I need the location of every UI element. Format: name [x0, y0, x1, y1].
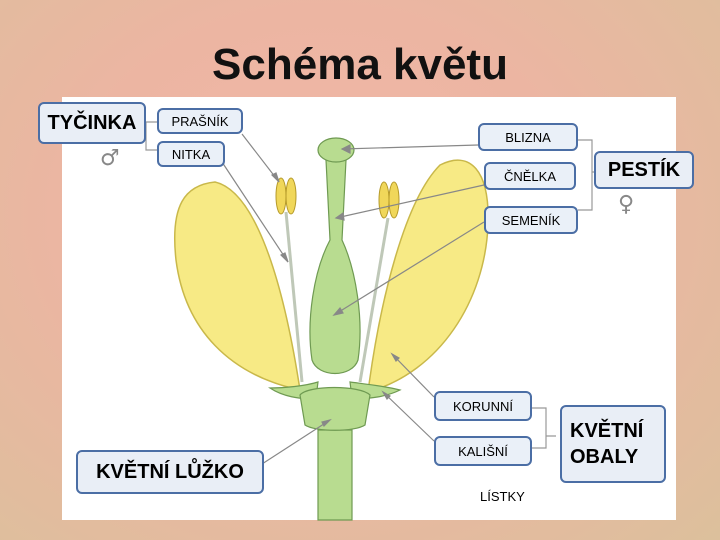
- pointer-calyx: [382, 391, 435, 442]
- stigma-shape: [317, 137, 355, 163]
- left-anther-b: [285, 177, 297, 215]
- label-filament: NITKA: [157, 141, 225, 167]
- label-perianth-line2: OBALY: [570, 446, 639, 468]
- label-perianth-line1: KVĚTNÍ: [570, 420, 644, 442]
- left-petal: [174, 181, 301, 391]
- label-ovary: SEMENÍK: [484, 206, 578, 234]
- perianth-bracket: [532, 407, 556, 449]
- pointer-filament: [221, 161, 289, 263]
- label-calyx: KALIŠNÍ: [434, 436, 532, 466]
- label-leaves: LÍSTKY: [480, 489, 525, 504]
- left-filament: [284, 211, 304, 383]
- right-petal: [367, 159, 489, 394]
- label-anther: PRAŠNÍK: [157, 108, 243, 134]
- pointer-stigma: [341, 144, 479, 150]
- pointer-corolla: [391, 353, 435, 398]
- male-symbol-icon: ♂: [100, 146, 120, 171]
- label-receptacle: KVĚTNÍ LŮŽKO: [76, 450, 264, 494]
- label-perianth: KVĚTNÍ OBALY: [560, 405, 666, 483]
- pointer-ovary: [333, 221, 485, 316]
- stem: [317, 429, 353, 521]
- pistil-shape: [309, 159, 361, 374]
- female-symbol-icon: ♀: [618, 192, 635, 217]
- label-pistil: PESTÍK: [594, 151, 694, 189]
- label-corolla: KORUNNÍ: [434, 391, 532, 421]
- right-anther-b: [388, 181, 400, 219]
- pointer-receptacle: [261, 419, 331, 465]
- label-stigma: BLIZNA: [478, 123, 578, 151]
- label-stamen: TYČINKA: [38, 102, 146, 144]
- label-style: ČNĚLKA: [484, 162, 576, 190]
- right-filament: [358, 217, 390, 383]
- left-anther-a: [275, 177, 287, 215]
- right-anther-a: [378, 181, 390, 219]
- pointer-style: [335, 184, 485, 219]
- receptacle-shape: [299, 386, 371, 431]
- page-title: Schéma květu: [212, 40, 508, 89]
